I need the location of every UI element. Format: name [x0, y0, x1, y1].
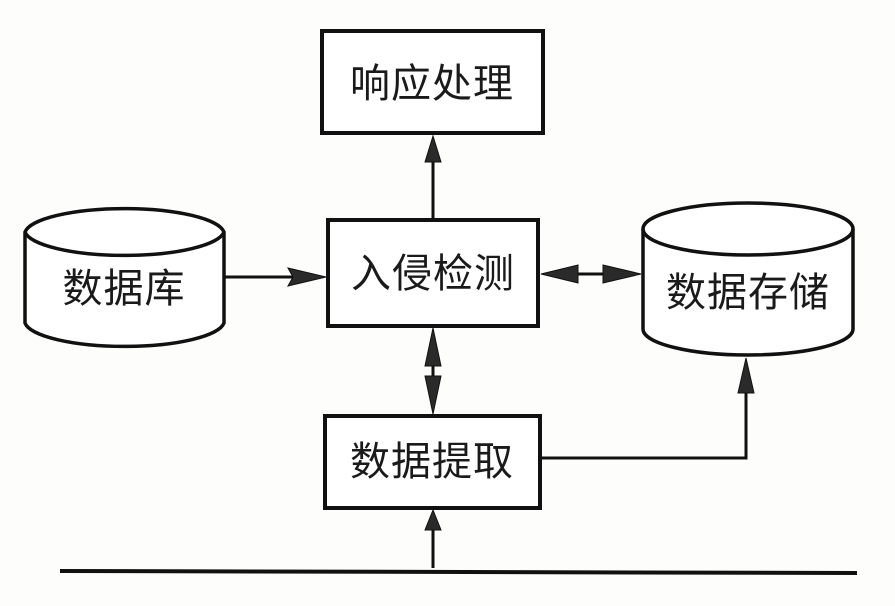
- edge-detection-storage: [540, 264, 642, 284]
- detection-box: [326, 218, 540, 328]
- arrow-up-icon: [424, 134, 442, 163]
- node-storage[interactable]: 数据存储: [641, 201, 855, 357]
- detection-label: 入侵检测: [351, 251, 515, 297]
- arrow-up-icon: [424, 327, 442, 367]
- extraction-label: 数据提取: [350, 439, 514, 485]
- arrow-down-icon: [424, 375, 442, 415]
- edge-line: [540, 385, 748, 460]
- node-database[interactable]: 数据库: [23, 206, 226, 349]
- node-response[interactable]: 响应处理: [320, 29, 545, 135]
- extraction-box: [323, 414, 542, 510]
- response-label: 响应处理: [350, 61, 514, 107]
- edge-database-to-detection: [224, 267, 327, 287]
- edge-network-to-extraction: [424, 508, 442, 568]
- edge-extraction-to-storage: [540, 357, 755, 460]
- arrow-right-icon: [287, 267, 327, 287]
- storage-cylinder: [641, 201, 855, 357]
- arrow-up-icon: [424, 508, 442, 531]
- database-label: 数据库: [63, 266, 186, 312]
- storage-label: 数据存储: [666, 270, 830, 316]
- storage-cylinder-top-rim: [641, 228, 855, 257]
- edge-detection-to-response: [424, 134, 442, 220]
- arrow-right-icon: [602, 264, 642, 284]
- network-line: [59, 569, 858, 575]
- arrow-up-icon: [737, 357, 755, 394]
- database-cylinder: [23, 206, 226, 349]
- node-extraction[interactable]: 数据提取: [323, 414, 542, 510]
- edge-detection-extraction: [424, 327, 442, 415]
- node-detection[interactable]: 入侵检测: [326, 218, 540, 328]
- database-cylinder-top-rim: [23, 231, 226, 258]
- response-box: [320, 29, 545, 135]
- arrow-left-icon: [540, 264, 579, 284]
